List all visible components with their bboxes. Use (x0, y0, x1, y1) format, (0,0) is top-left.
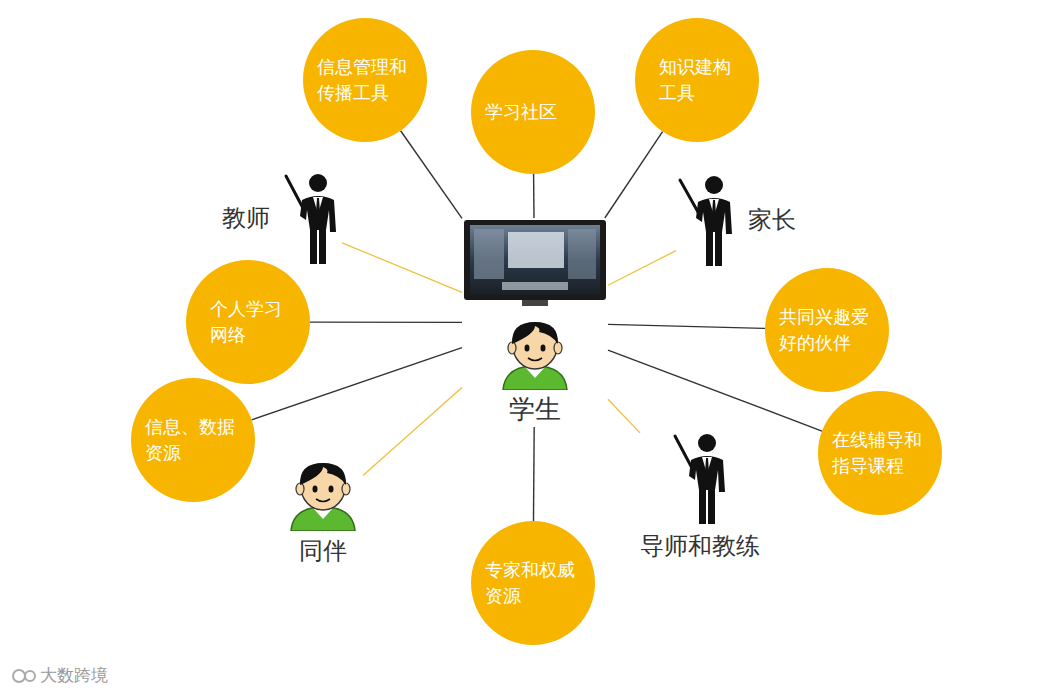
parent-figure (676, 172, 738, 268)
peer-figure (283, 455, 363, 531)
person-node: 教师 (222, 170, 342, 266)
resource-circle: 个人学习网络 (186, 260, 310, 384)
watermark: 大数跨境 (40, 664, 108, 687)
connector-line (533, 174, 535, 218)
connector-line (363, 387, 462, 475)
resource-circle: 专家和权威资源 (471, 521, 595, 645)
monitor-holder (462, 218, 608, 310)
resource-circle: 共同兴趣爱好的伙伴 (765, 268, 889, 392)
circle-label: 信息、数据资源 (145, 414, 241, 466)
connector-line (401, 131, 462, 219)
watermark-logo (10, 664, 38, 688)
circle-label: 个人学习网络 (210, 296, 286, 348)
teacher-figure (280, 170, 342, 266)
figure-holder (283, 455, 363, 531)
circle-label: 知识建构工具 (659, 54, 735, 106)
person-label: 同伴 (299, 535, 347, 567)
connector-line (310, 321, 462, 323)
person-node: 同伴 (283, 455, 363, 567)
figure-holder (280, 170, 342, 266)
circle-label: 在线辅导和指导课程 (832, 427, 928, 479)
resource-circle: 学习社区 (471, 50, 595, 174)
connector-line (608, 324, 765, 328)
computer-monitor (462, 218, 608, 310)
figure-holder (676, 172, 738, 268)
circle-label: 学习社区 (485, 99, 581, 125)
resource-circle: 知识建构工具 (635, 18, 759, 142)
person-label: 家长 (748, 204, 796, 236)
connector-line (533, 427, 535, 521)
person-label: 教师 (222, 202, 270, 234)
resource-circle: 在线辅导和指导课程 (818, 391, 942, 515)
student-label: 学生 (509, 392, 561, 427)
resource-circle: 信息管理和传播工具 (303, 18, 427, 142)
circle-label: 专家和权威资源 (485, 557, 581, 609)
connector-line (608, 399, 640, 433)
circle-label: 共同兴趣爱好的伙伴 (779, 304, 875, 356)
resource-circle: 信息、数据资源 (131, 378, 255, 502)
figure-holder (669, 430, 731, 526)
person-label: 导师和教练 (640, 530, 760, 562)
person-node: 家长 (676, 172, 796, 268)
connector-line (342, 243, 462, 293)
student-figure (495, 314, 575, 390)
person-node: 导师和教练 (640, 430, 760, 562)
mentor-figure (669, 430, 731, 526)
connector-line (605, 132, 663, 218)
circle-label: 信息管理和传播工具 (317, 54, 413, 106)
connector-line (608, 251, 676, 286)
student-holder (495, 314, 575, 390)
student-hub: 学生 (462, 218, 608, 427)
